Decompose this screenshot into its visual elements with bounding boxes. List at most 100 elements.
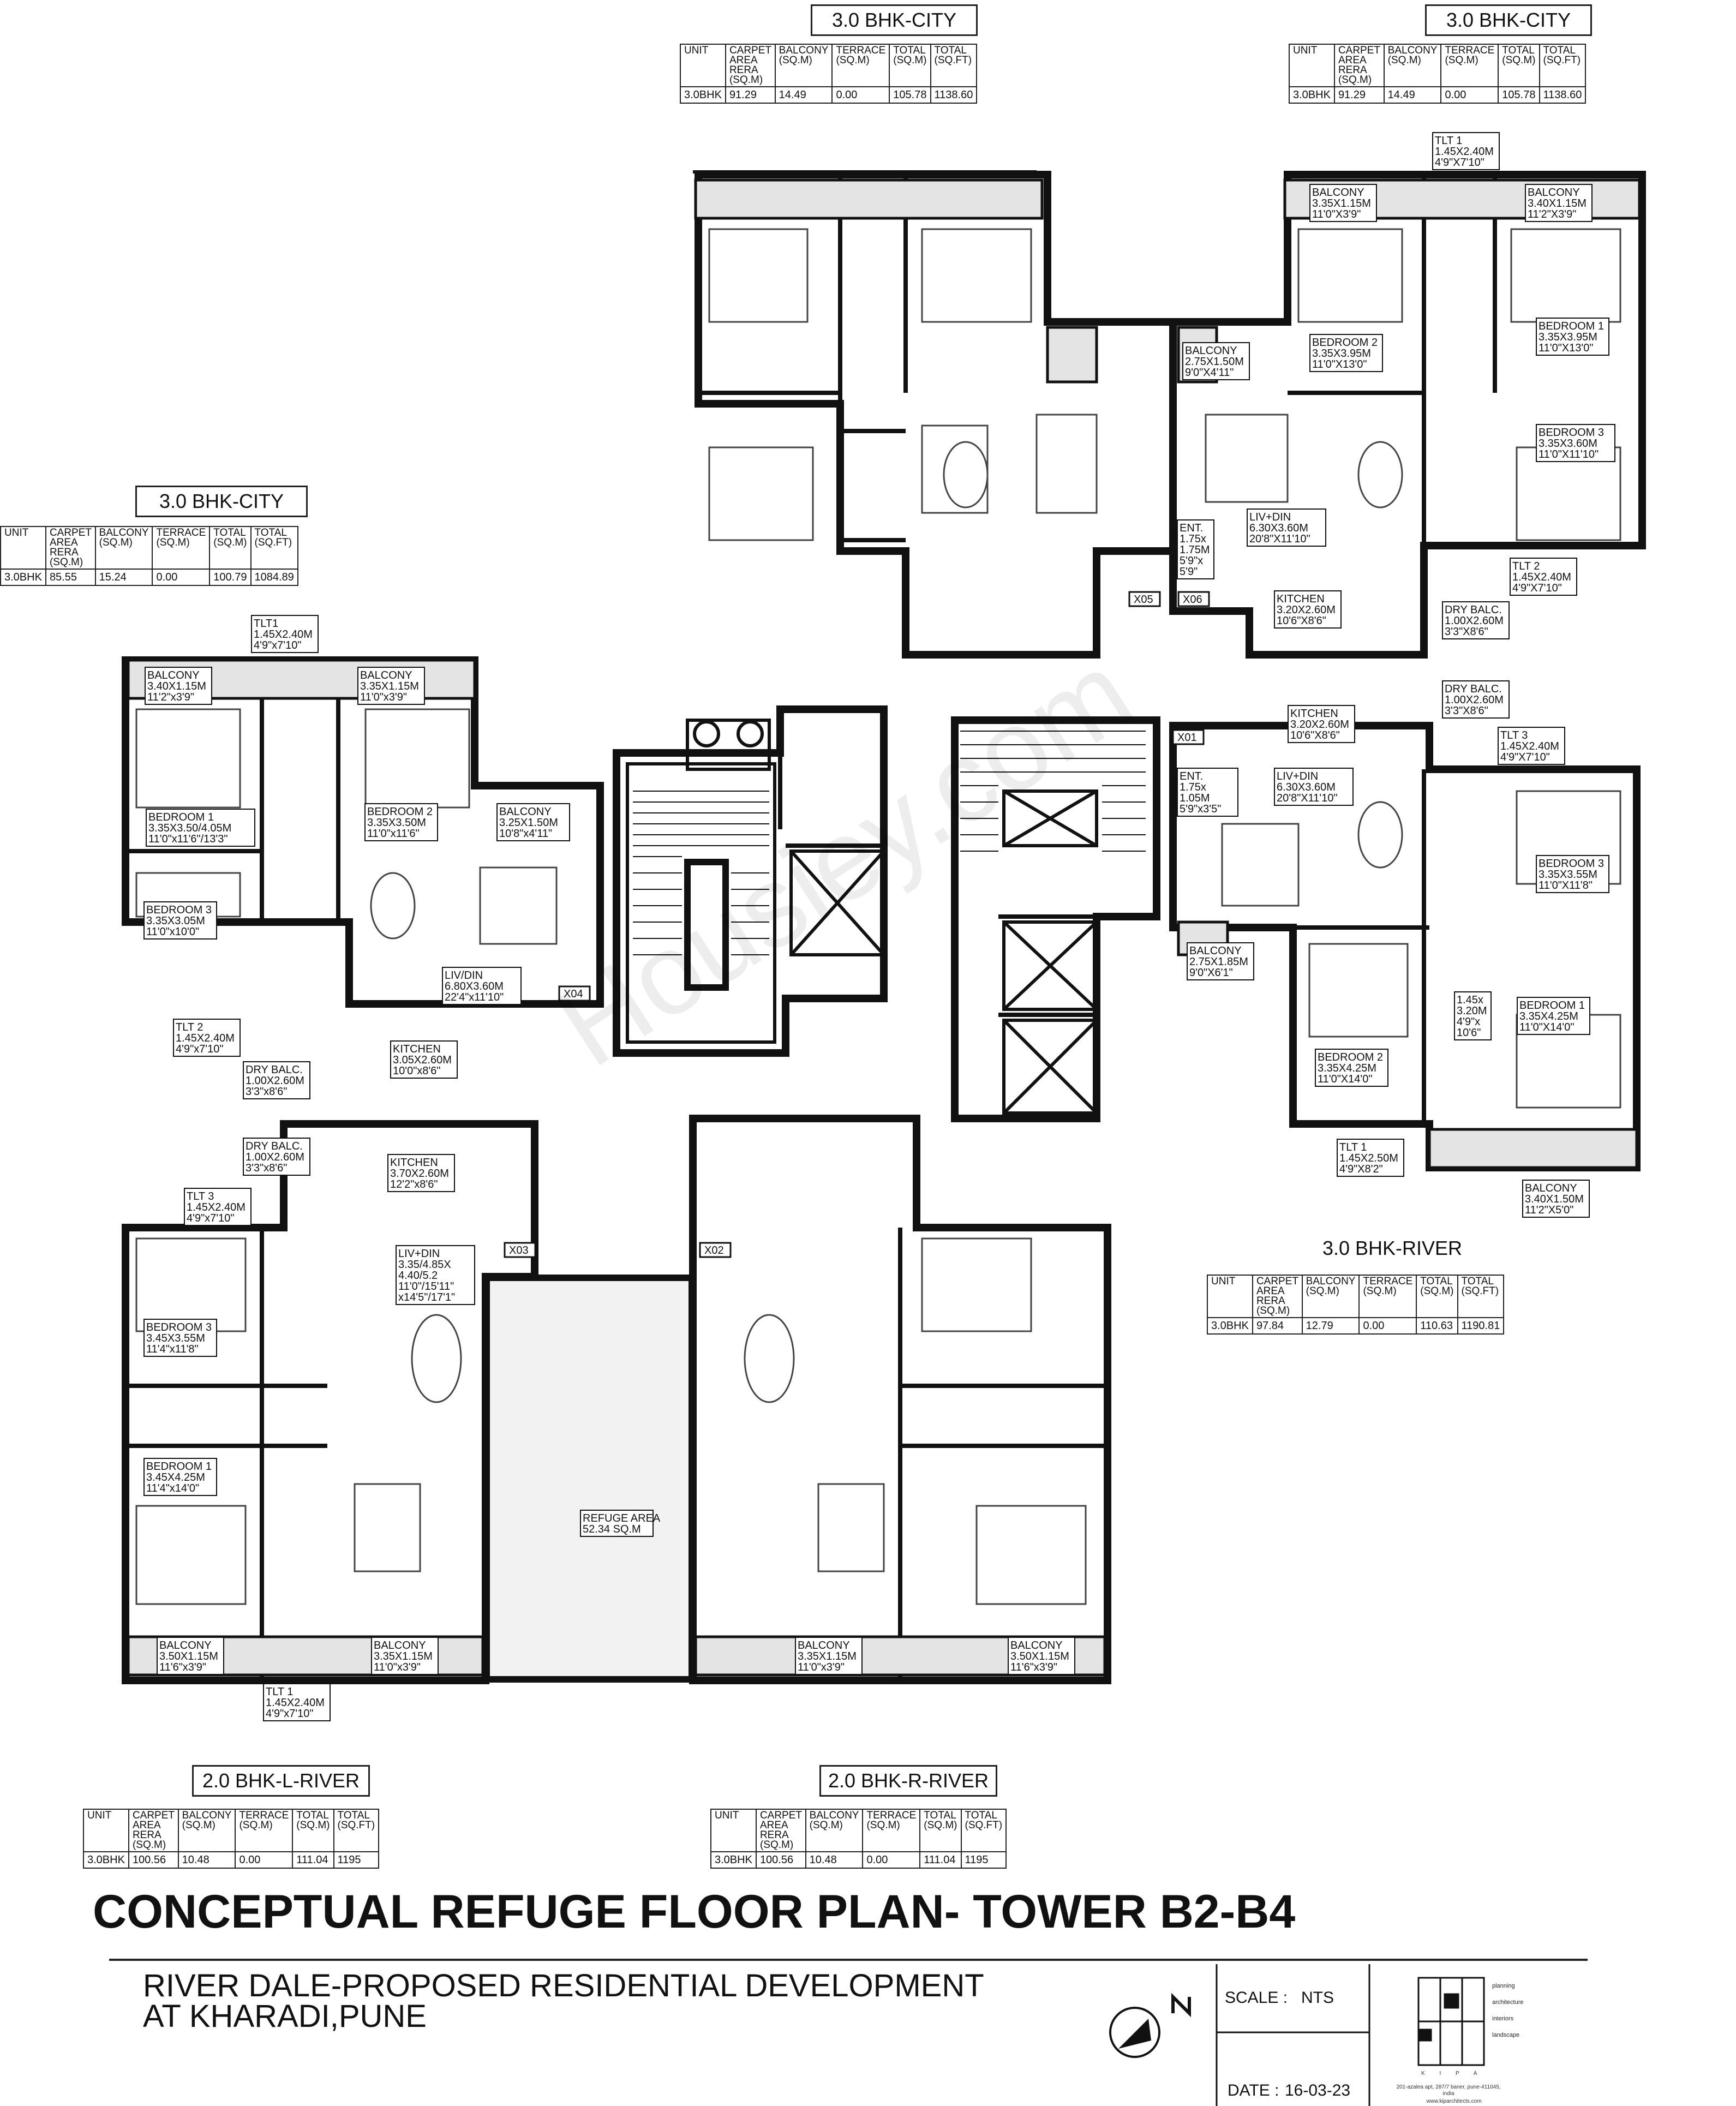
room-label: BALCONY bbox=[1189, 945, 1242, 957]
room-label: 6.30X3.60M bbox=[1277, 781, 1336, 793]
room-label: 3.35X3.95M bbox=[1312, 348, 1371, 360]
table-value-cell: 91.29 bbox=[1333, 86, 1385, 104]
room-label: 1.45X2.40M bbox=[266, 1697, 325, 1709]
tag-label: X04 bbox=[564, 988, 583, 1000]
room-label: 4'9"x7'10" bbox=[266, 1708, 313, 1720]
table-header-cell: BALCONY (SQ.M) bbox=[177, 1809, 236, 1852]
table-value-cell: 97.84 bbox=[1252, 1317, 1303, 1335]
room-label: 3.35X1.15M bbox=[1312, 198, 1371, 210]
room-label: 11'0"x3'9" bbox=[360, 691, 407, 703]
room-label: 52.34 SQ.M bbox=[583, 1523, 641, 1535]
room-label-box bbox=[251, 615, 319, 653]
tag-box bbox=[1177, 591, 1210, 607]
table-value-cell: 100.79 bbox=[209, 569, 252, 586]
room-label: 11'2"X3'9" bbox=[1528, 208, 1576, 220]
table-value-cell: 3.0BHK bbox=[1289, 86, 1335, 104]
room-label: 3.35X4.25M bbox=[1519, 1010, 1578, 1022]
room-label: 3.20X2.60M bbox=[1277, 604, 1336, 616]
room-label: 1.45X2.40M bbox=[187, 1201, 246, 1213]
table-header-cell: TERRACE (SQ.M) bbox=[152, 526, 211, 570]
table-value-cell: 12.79 bbox=[1301, 1317, 1360, 1335]
table-header-cell: BALCONY (SQ.M) bbox=[805, 1809, 864, 1852]
room-label: KITCHEN bbox=[390, 1157, 438, 1169]
room-label-box bbox=[1247, 508, 1326, 547]
room-label-box bbox=[1315, 1049, 1388, 1087]
room-label-box bbox=[1182, 342, 1250, 380]
room-label: 2.75X1.50M bbox=[1185, 356, 1244, 368]
room-label-box bbox=[1442, 601, 1510, 639]
room-label-box bbox=[387, 1154, 455, 1192]
table-header-cell: TOTAL (SQ.M) bbox=[209, 526, 252, 570]
room-label: 11'0"x11'6"/13'3" bbox=[148, 833, 228, 845]
table-value-cell: 100.56 bbox=[755, 1851, 806, 1869]
room-label: 1.45X2.40M bbox=[1435, 146, 1494, 158]
firm-website: www.kiparchitects.com bbox=[1426, 2098, 1482, 2104]
room-label: 1.05M bbox=[1180, 792, 1210, 804]
table-value-cell: 1195 bbox=[960, 1851, 1007, 1869]
room-label: 3.25X1.50M bbox=[499, 817, 558, 829]
room-label: 3.35X3.05M bbox=[146, 915, 205, 927]
table-header-cell: CARPET AREA RERA (SQ.M) bbox=[1252, 1275, 1303, 1318]
room-label: 3.45X4.25M bbox=[146, 1471, 205, 1483]
table-value-cell: 0.00 bbox=[1440, 86, 1499, 104]
room-label-box bbox=[145, 667, 212, 705]
room-label: 1.45x bbox=[1457, 994, 1483, 1006]
table-value-cell: 3.0BHK bbox=[680, 86, 726, 104]
room-label: 1.00X2.60M bbox=[1445, 694, 1504, 706]
room-label: 4'9"x7'10" bbox=[187, 1212, 234, 1224]
room-label: 6.30X3.60M bbox=[1249, 522, 1308, 534]
room-label-box bbox=[1309, 334, 1383, 372]
room-label: TLT 3 bbox=[187, 1190, 214, 1202]
room-label: 4'9"x7'10" bbox=[176, 1043, 223, 1055]
unit-table-title: 2.0 BHK-L-RIVER bbox=[192, 1765, 370, 1797]
room-label: 3'3"x8'6" bbox=[246, 1086, 287, 1098]
tag-label: X05 bbox=[1134, 594, 1153, 606]
room-label: 5'9"x3'5" bbox=[1180, 803, 1221, 815]
room-label: 11'4"x11'8" bbox=[146, 1343, 199, 1355]
room-label: 11'0"X13'0" bbox=[1312, 358, 1367, 370]
room-label: 1.45X2.50M bbox=[1339, 1152, 1398, 1164]
room-label: 4'9"X7'10" bbox=[1512, 582, 1562, 594]
room-label: 11'0"X13'0" bbox=[1539, 342, 1593, 354]
table-header-cell: TOTAL (SQ.FT) bbox=[930, 44, 978, 87]
room-label: 10'6" bbox=[1457, 1027, 1481, 1039]
room-label-box bbox=[157, 1637, 224, 1675]
unit-table-title: 2.0 BHK-R-RIVER bbox=[819, 1765, 997, 1797]
room-label-box bbox=[1177, 519, 1214, 579]
room-label: TLT 1 bbox=[1339, 1141, 1367, 1153]
room-label-box bbox=[1536, 318, 1609, 356]
room-label-box bbox=[795, 1637, 863, 1675]
table-header-cell: TOTAL (SQ.FT) bbox=[960, 1809, 1007, 1852]
table-value-cell: 14.49 bbox=[774, 86, 833, 104]
room-label: 3'3"X8'6" bbox=[1445, 705, 1488, 717]
room-label-box bbox=[1274, 768, 1354, 806]
table-header-cell: UNIT bbox=[1289, 44, 1335, 87]
room-label-box bbox=[143, 1319, 217, 1357]
room-label: 3'3"X8'6" bbox=[1445, 626, 1488, 638]
tag-label: X03 bbox=[509, 1245, 529, 1257]
room-label: 1.75M bbox=[1180, 544, 1210, 556]
table-value-cell: 0.00 bbox=[152, 569, 211, 586]
room-label: 3.35X3.50/4.05M bbox=[148, 822, 231, 834]
tag-box bbox=[558, 985, 591, 1002]
table-header-cell: BALCONY (SQ.M) bbox=[1301, 1275, 1360, 1318]
room-label: 4'9"X7'10" bbox=[1435, 157, 1484, 169]
room-label: 22'4"x11'10" bbox=[445, 991, 504, 1003]
room-label-box bbox=[146, 809, 255, 847]
room-label-box bbox=[580, 1510, 654, 1537]
room-label: LIV+DIN bbox=[1249, 511, 1291, 523]
room-label: BALCONY bbox=[499, 806, 552, 818]
room-label-box bbox=[442, 967, 522, 1005]
room-label: 11'6"x3'9" bbox=[1010, 1661, 1057, 1673]
room-label: 3.35X3.50M bbox=[367, 817, 426, 829]
page-title: CONCEPTUAL REFUGE FLOOR PLAN- TOWER B2-B… bbox=[93, 1886, 1296, 1938]
room-label: 1.00X2.60M bbox=[1445, 615, 1504, 627]
room-label-box bbox=[1187, 942, 1254, 980]
tag-label: X06 bbox=[1183, 594, 1202, 606]
room-label: 11'2"x3'9" bbox=[147, 691, 194, 703]
table-value-cell: 100.56 bbox=[128, 1851, 179, 1869]
room-label: 11'0"X14'0" bbox=[1318, 1073, 1372, 1085]
room-label: 11'4"x14'0" bbox=[146, 1482, 199, 1494]
